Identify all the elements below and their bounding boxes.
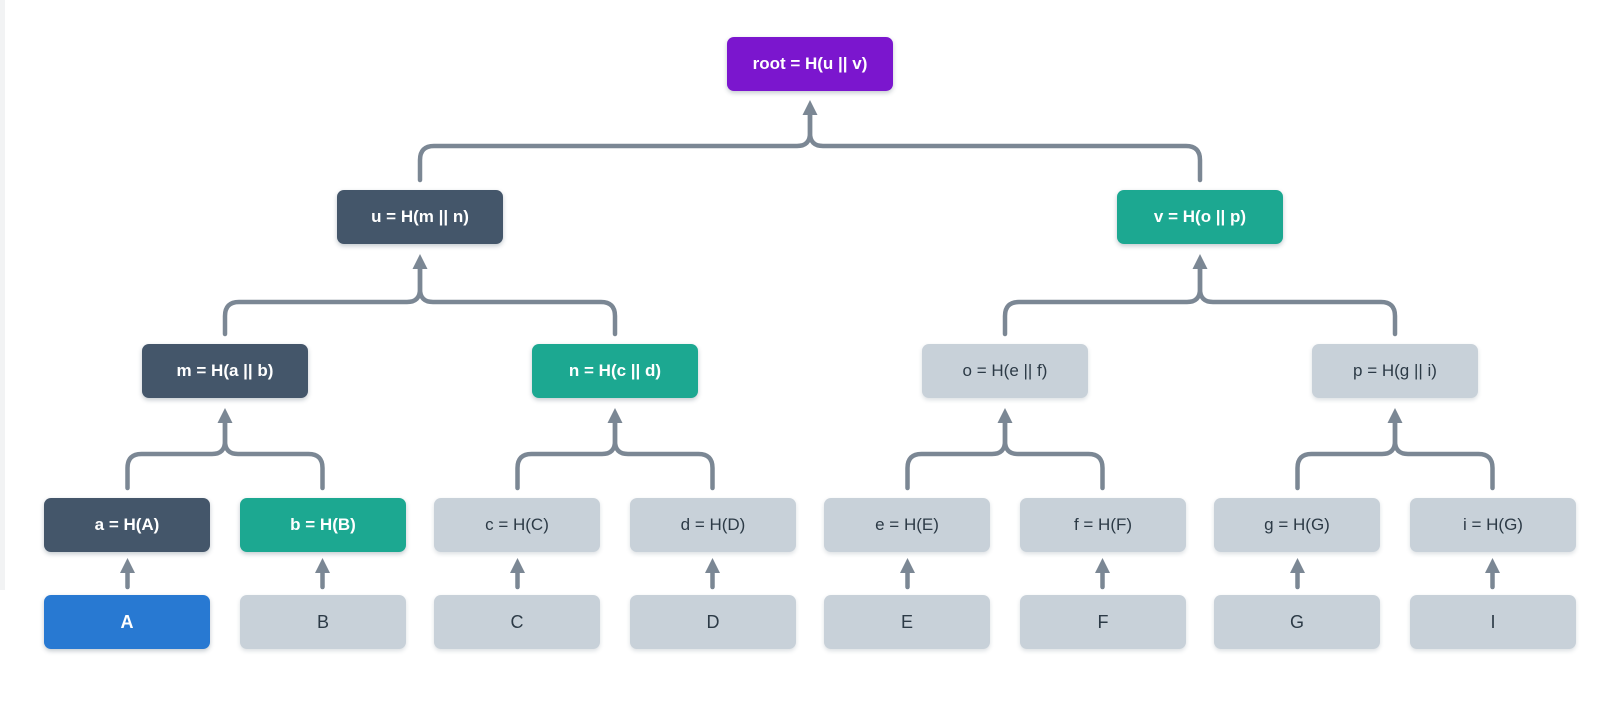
leaf-A: A — [44, 595, 210, 649]
up-arrow-icon — [1290, 558, 1305, 573]
leaf-E: E — [824, 595, 990, 649]
node-d: d = H(D) — [630, 498, 796, 552]
node-f: f = H(F) — [1020, 498, 1186, 552]
up-arrow-icon — [900, 558, 915, 573]
up-arrow-icon — [1192, 254, 1208, 269]
node-i: i = H(G) — [1410, 498, 1576, 552]
up-arrow-icon — [510, 558, 525, 573]
node-b: b = H(B) — [240, 498, 406, 552]
node-m: m = H(a || b) — [142, 344, 308, 398]
up-arrow-icon — [1387, 408, 1403, 423]
connector-v — [1002, 254, 1398, 337]
up-arrow-icon — [997, 408, 1013, 423]
node-v: v = H(o || p) — [1117, 190, 1283, 244]
page-edge-strip — [0, 0, 5, 590]
node-g: g = H(G) — [1214, 498, 1380, 552]
node-u: u = H(m || n) — [337, 190, 503, 244]
connector-m — [125, 408, 325, 491]
up-arrow-icon — [1485, 558, 1500, 573]
up-arrow-icon — [607, 408, 623, 423]
leaf-B: B — [240, 595, 406, 649]
node-root: root = H(u || v) — [727, 37, 893, 91]
leaf-D: D — [630, 595, 796, 649]
leaf-C: C — [434, 595, 600, 649]
node-o: o = H(e || f) — [922, 344, 1088, 398]
up-arrow-icon — [802, 100, 818, 115]
up-arrow-icon — [412, 254, 428, 269]
up-arrow-icon — [315, 558, 330, 573]
node-e: e = H(E) — [824, 498, 990, 552]
connector-n — [515, 408, 715, 491]
leaf-G: G — [1214, 595, 1380, 649]
leaf-arrows — [120, 558, 1500, 590]
leaf-F: F — [1020, 595, 1186, 649]
node-c: c = H(C) — [434, 498, 600, 552]
up-arrow-icon — [217, 408, 233, 423]
node-a: a = H(A) — [44, 498, 210, 552]
connector-u — [222, 254, 618, 337]
up-arrow-icon — [1095, 558, 1110, 573]
up-arrow-icon — [120, 558, 135, 573]
connector-p — [1295, 408, 1495, 491]
node-n: n = H(c || d) — [532, 344, 698, 398]
connector-root — [417, 100, 1203, 183]
connector-o — [905, 408, 1105, 491]
up-arrow-icon — [705, 558, 720, 573]
leaf-I: I — [1410, 595, 1576, 649]
node-p: p = H(g || i) — [1312, 344, 1478, 398]
